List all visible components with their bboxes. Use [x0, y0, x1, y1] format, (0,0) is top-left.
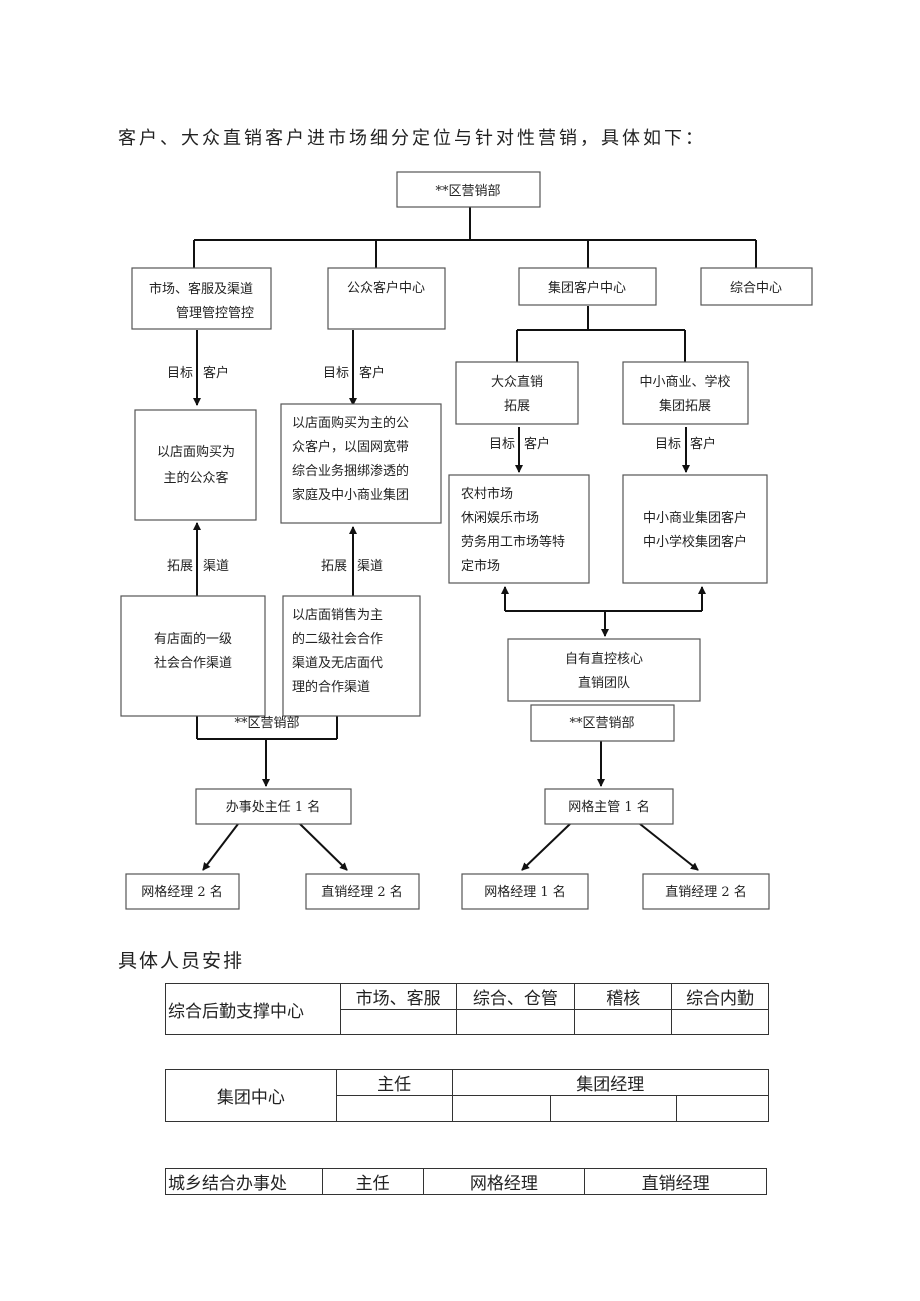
core-team-line1: 自有直控核心: [565, 652, 643, 667]
channel-b-line3: 渠道及无店面代: [292, 656, 383, 671]
table3-name: 城乡结合办事处: [165, 1168, 323, 1195]
leaf-grid-manager-right: 网格经理 1 名: [461, 873, 589, 910]
table-group-center: 集团中心 主任 集团经理: [165, 1069, 770, 1122]
markets-a-line1: 农村市场: [461, 486, 513, 502]
leaf-direct-manager-left: 直销经理 2 名: [305, 873, 420, 910]
group-sub-a-line1: 大众直销: [491, 375, 543, 390]
table1-cell[interactable]: [339, 1009, 457, 1035]
public-customers-b: 以店面购买为主的公 众客户，以固网宽带 综合业务捆绑渗透的 家庭及中小商业集团: [280, 403, 442, 524]
label-target: 目标: [655, 437, 681, 452]
core-team: 自有直控核心 直销团队: [507, 638, 701, 702]
markets-a-line4: 定市场: [461, 558, 500, 574]
table2-cell[interactable]: [335, 1095, 453, 1122]
office-director: 办事处主任 1 名: [195, 788, 352, 825]
label-channel: 渠道: [357, 559, 383, 574]
leaf-grid-manager-left: 网格经理 2 名: [125, 873, 240, 910]
leaf-direct-manager-right: 直销经理 2 名: [642, 873, 770, 910]
table1-header: 综合内勤: [671, 983, 769, 1010]
public-customers-a-line2: 主的公众客: [163, 470, 228, 486]
table1-header: 市场、客服: [339, 983, 457, 1010]
dept-left-label: **区营销部: [234, 716, 299, 731]
center-market-line1: 市场、客服及渠道: [149, 281, 253, 297]
table1-name: 综合后勤支撑中心: [165, 983, 341, 1035]
label-target: 目标: [167, 366, 193, 381]
label-target: 目标: [323, 366, 349, 381]
table-urban-office: 城乡结合办事处 主任 网格经理 直销经理: [165, 1168, 767, 1195]
intro-text: 客户、大众直销客户进市场细分定位与针对性营销，具体如下：: [118, 128, 706, 149]
public-customers-a-line1: 以店面购买为: [157, 444, 235, 460]
markets-b-line1: 中小商业集团客户: [643, 510, 747, 526]
label-channel: 渠道: [203, 559, 229, 574]
label-customer: 客户: [359, 365, 385, 381]
channel-a-line2: 社会合作渠道: [154, 655, 232, 671]
markets-b-line2: 中小学校集团客户: [643, 534, 747, 550]
channel-a: 有店面的一级 社会合作渠道: [120, 595, 266, 717]
center-general-label: 综合中心: [730, 281, 782, 296]
org-root-label: **区营销部: [435, 184, 500, 199]
label-customer: 客户: [690, 436, 716, 452]
grid-supervisor: 网格主管 1 名: [544, 788, 674, 825]
center-market-line2: 管理管控管控: [176, 306, 254, 321]
grid-supervisor-label: 网格主管 1 名: [568, 799, 650, 815]
table-support-center: 综合后勤支撑中心 市场、客服 综合、仓管 稽核 综合内勤: [165, 983, 769, 1035]
center-market: 市场、客服及渠道 管理管控管控: [131, 267, 272, 330]
group-sub-b-line2: 集团拓展: [659, 398, 711, 414]
public-customers-b-line2: 众客户，以固网宽带: [292, 439, 409, 455]
dept-right-label: **区营销部: [569, 716, 634, 731]
channel-b-line4: 理的合作渠道: [292, 679, 370, 695]
group-sub-a-line2: 拓展: [504, 399, 530, 414]
table2-header: 主任: [335, 1069, 453, 1096]
core-team-line2: 直销团队: [578, 676, 630, 691]
leaf-3-label: 网格经理 1 名: [484, 884, 566, 900]
markets-a-line2: 休闲娱乐市场: [461, 510, 539, 526]
channel-b: 以店面销售为主 的二级社会合作 渠道及无店面代 理的合作渠道: [282, 595, 421, 717]
table1-header: 综合、仓管: [455, 983, 576, 1010]
channel-b-line2: 的二级社会合作: [292, 631, 383, 647]
table3-header: 直销经理: [584, 1168, 767, 1195]
markets-a-line3: 劳务用工市场等特: [461, 534, 565, 550]
channel-a-line1: 有店面的一级: [154, 631, 232, 647]
leaf-1-label: 网格经理 2 名: [141, 884, 223, 900]
public-customers-b-line4: 家庭及中小商业集团: [292, 487, 409, 503]
table2-cell[interactable]: [550, 1095, 678, 1122]
label-customer: 客户: [524, 436, 550, 452]
section-title: 具体人员安排: [118, 950, 245, 972]
markets-a: 农村市场 休闲娱乐市场 劳务用工市场等特 定市场: [448, 474, 590, 584]
center-public-label: 公众客户中心: [347, 280, 425, 296]
markets-b: 中小商业集团客户 中小学校集团客户: [622, 474, 768, 584]
table1-cell[interactable]: [574, 1009, 673, 1035]
channel-b-line1: 以店面销售为主: [292, 607, 383, 623]
center-general: 综合中心: [700, 267, 813, 306]
label-target: 目标: [489, 437, 515, 452]
center-group: 集团客户中心: [518, 267, 657, 306]
center-public: 公众客户中心: [327, 267, 446, 330]
table2-name: 集团中心: [165, 1069, 337, 1122]
group-sub-b-line1: 中小商业、学校: [639, 374, 730, 390]
label-expand: 拓展: [167, 559, 193, 574]
public-customers-b-line1: 以店面购买为主的公: [292, 415, 409, 431]
group-sub-sme-school: 中小商业、学校 集团拓展: [622, 361, 749, 425]
table2-cell[interactable]: [451, 1095, 552, 1122]
leaf-4-label: 直销经理 2 名: [665, 884, 747, 900]
table2-header: 集团经理: [451, 1069, 770, 1096]
group-sub-mass-direct: 大众直销 拓展: [455, 361, 579, 425]
table2-cell[interactable]: [676, 1095, 769, 1122]
dept-right: **区营销部: [530, 704, 675, 742]
label-customer: 客户: [203, 365, 229, 381]
leaf-2-label: 直销经理 2 名: [321, 884, 403, 900]
public-customers-a: 以店面购买为 主的公众客: [134, 409, 257, 521]
table3-header: 网格经理: [422, 1168, 586, 1195]
table1-cell[interactable]: [455, 1009, 576, 1035]
org-chart: **区营销部 市场、客服及渠道 管理管控管控 公众客户中心 集团客户中心 综合中…: [120, 171, 813, 910]
table3-header: 主任: [321, 1168, 424, 1195]
label-expand: 拓展: [321, 559, 347, 574]
office-director-label: 办事处主任 1 名: [226, 799, 321, 815]
public-customers-b-line3: 综合业务捆绑渗透的: [292, 463, 409, 479]
table1-header: 稽核: [574, 983, 673, 1010]
connectors: [193, 207, 757, 871]
table1-cell[interactable]: [671, 1009, 769, 1035]
org-root: **区营销部: [396, 171, 541, 208]
center-group-label: 集团客户中心: [548, 280, 626, 296]
